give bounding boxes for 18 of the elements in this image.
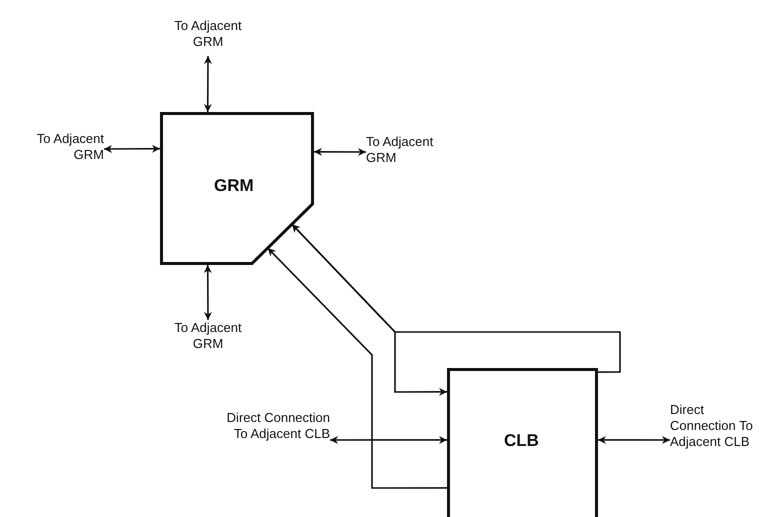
connection-arrow bbox=[598, 436, 670, 444]
connection-label: Direct Connection To Adjacent CLB bbox=[226, 410, 330, 442]
connection-arrow bbox=[291, 224, 621, 373]
routing-matrix-block bbox=[160, 112, 314, 265]
block-label: CLB bbox=[504, 433, 539, 449]
connection-arrow bbox=[267, 247, 447, 489]
connection-label: To Adjacent GRM bbox=[366, 134, 434, 166]
connection-label: To Adjacent GRM bbox=[36, 131, 104, 163]
connection-arrow bbox=[330, 436, 447, 444]
connection-arrow bbox=[204, 265, 212, 320]
connection-arrow bbox=[104, 144, 160, 153]
connection-label: Direct Connection To Adjacent CLB bbox=[670, 402, 754, 450]
block-label: GRM bbox=[214, 178, 254, 194]
connection-arrow bbox=[204, 56, 212, 112]
logic-block bbox=[447, 368, 598, 517]
connection-label: To Adjacent GRM bbox=[173, 320, 243, 352]
connection-arrow bbox=[314, 148, 366, 156]
connection-label: To Adjacent GRM bbox=[173, 18, 243, 50]
